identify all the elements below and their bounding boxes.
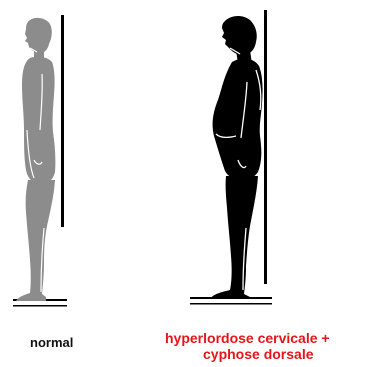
normal-head: [25, 18, 52, 53]
abnormal-floor-line-2: [190, 303, 272, 305]
abnormal-legs: [210, 176, 258, 299]
label-abnormal-line1: hyperlordose cervicale +: [165, 330, 330, 346]
abnormal-reference-line: [264, 10, 267, 284]
normal-reference-line: [61, 15, 64, 227]
label-normal: normal: [30, 335, 73, 350]
normal-figure: [13, 15, 67, 307]
abnormal-head: [222, 16, 257, 55]
abnormal-figure: [190, 10, 272, 305]
label-abnormal-line2: cyphose dorsale: [203, 346, 314, 362]
normal-floor-line-2: [13, 305, 67, 307]
normal-legs: [16, 180, 55, 301]
